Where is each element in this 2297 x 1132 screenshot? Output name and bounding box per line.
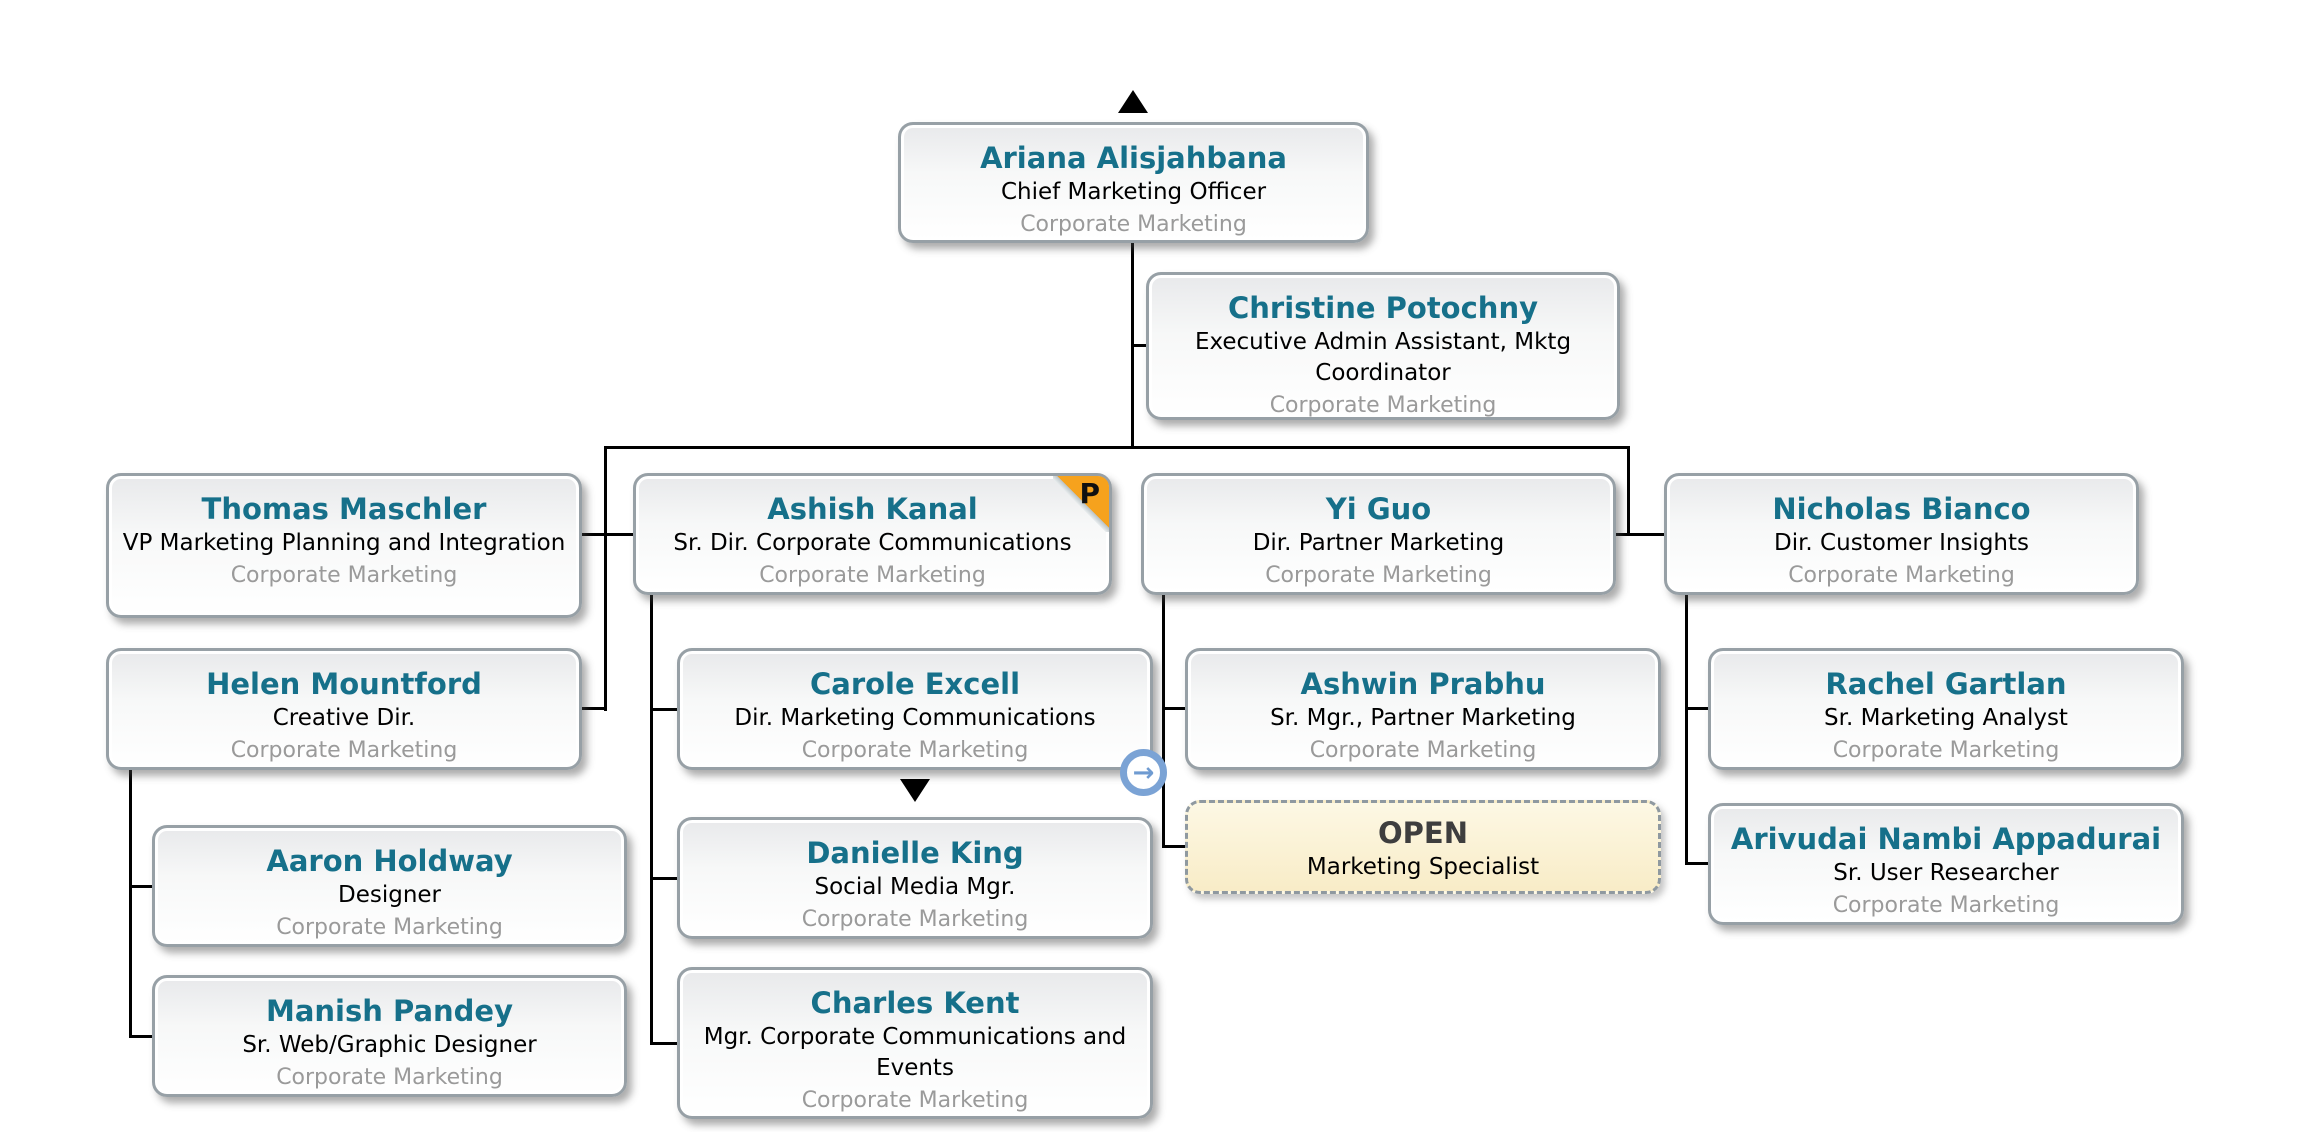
person-department: Corporate Marketing (801, 738, 1029, 763)
connector-line (129, 885, 153, 888)
collapse-up-arrow-icon[interactable] (1118, 90, 1148, 113)
connector-line (1162, 707, 1186, 710)
person-title: Executive Admin Assistant, Mktg Coordina… (1194, 329, 1572, 386)
connector-line (1627, 446, 1630, 536)
connector-line (1616, 533, 1664, 536)
org-card-open-marketing-specialist[interactable]: OPEN Marketing Specialist (1185, 800, 1661, 894)
person-department: Corporate Marketing (276, 915, 503, 940)
person-title: Sr. Web/Graphic Designer (242, 1032, 537, 1058)
connector-line (1162, 845, 1186, 848)
connector-line (650, 877, 678, 880)
connector-line (604, 446, 607, 711)
person-department: Corporate Marketing (276, 1065, 503, 1090)
person-name: Ashish Kanal (767, 492, 978, 526)
connector-line (582, 533, 634, 536)
person-name: Nicholas Bianco (1772, 492, 2031, 526)
person-title: VP Marketing Planning and Integration (122, 530, 566, 556)
person-department: Corporate Marketing (801, 1088, 1029, 1113)
person-name: Ashwin Prabhu (1300, 667, 1546, 701)
person-title: Dir. Partner Marketing (1252, 530, 1505, 556)
person-name: Christine Potochny (1228, 291, 1538, 325)
connector-line (650, 1042, 678, 1045)
person-name: Aaron Holdway (266, 844, 513, 878)
person-title: Dir. Marketing Communications (734, 705, 1096, 731)
badge-letter: P (1079, 477, 1100, 510)
person-department: Corporate Marketing (1832, 893, 2060, 918)
person-name: Thomas Maschler (201, 492, 487, 526)
person-title: Sr. Dir. Corporate Communications (673, 530, 1072, 556)
person-title: Social Media Mgr. (814, 874, 1016, 900)
person-title: Mgr. Corporate Communications and Events (703, 1024, 1127, 1081)
connector-line (129, 770, 132, 1038)
connector-line (582, 707, 607, 710)
folded-corner-badge-icon: P (1053, 476, 1109, 532)
person-name: Danielle King (806, 836, 1024, 870)
person-title: Creative Dir. (272, 705, 416, 731)
person-department: Corporate Marketing (1788, 563, 2015, 588)
person-name: Manish Pandey (265, 994, 514, 1028)
person-name: Carole Excell (809, 667, 1021, 701)
person-department: Corporate Marketing (1020, 212, 1247, 237)
connector-line (1162, 595, 1165, 848)
person-department: Corporate Marketing (230, 563, 458, 588)
person-title: Chief Marketing Officer (1000, 179, 1267, 205)
person-title: Dir. Customer Insights (1773, 530, 2029, 556)
person-department: Corporate Marketing (801, 907, 1029, 932)
connector-line (650, 708, 678, 711)
person-title: Sr. Marketing Analyst (1824, 705, 2068, 731)
person-department: Corporate Marketing (759, 563, 986, 588)
connector-line (1685, 707, 1709, 710)
person-department: Corporate Marketing (230, 738, 458, 763)
connector-line (650, 595, 653, 1045)
connector-line (1685, 595, 1688, 865)
person-name: Arivudai Nambi Appadurai (1730, 822, 2162, 856)
right-arrow-glyph: → (1132, 757, 1155, 788)
org-card-thomas-maschler[interactable]: Thomas Maschler VP Marketing Planning and… (106, 473, 582, 618)
person-department: Corporate Marketing (1832, 738, 2060, 763)
person-name: Rachel Gartlan (1825, 667, 2067, 701)
expand-right-icon[interactable]: → (1120, 749, 1167, 796)
person-department: Corporate Marketing (1269, 393, 1497, 418)
expand-down-arrow-icon[interactable] (900, 779, 930, 802)
person-name: Yi Guo (1325, 492, 1432, 526)
person-department: Corporate Marketing (1309, 738, 1537, 763)
connector-line (1685, 862, 1709, 865)
connector-line (1131, 344, 1148, 347)
connector-line (129, 1035, 153, 1038)
person-name: Helen Mountford (206, 667, 482, 701)
person-title: Marketing Specialist (1306, 854, 1540, 880)
person-name: OPEN (1378, 816, 1468, 850)
person-title: Sr. Mgr., Partner Marketing (1270, 705, 1576, 731)
person-title: Designer (337, 882, 442, 908)
person-title: Sr. User Researcher (1833, 860, 2059, 886)
person-name: Charles Kent (810, 986, 1020, 1020)
person-department: Corporate Marketing (1265, 563, 1492, 588)
connector-line (604, 446, 1630, 449)
person-name: Ariana Alisjahbana (980, 141, 1287, 175)
